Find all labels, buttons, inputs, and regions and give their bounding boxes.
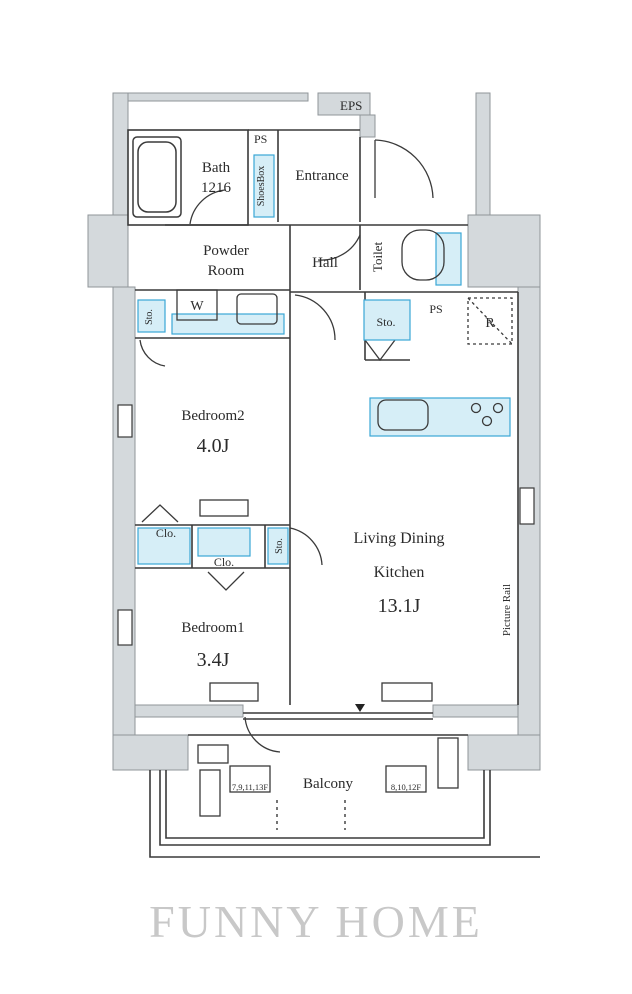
- burner: [481, 415, 493, 427]
- floor-note-left: 7,9,11,13F: [232, 782, 269, 792]
- ps-kitchen-label: PS: [429, 302, 442, 316]
- outdoor-unit: [199, 769, 221, 817]
- hall-door-swing: [294, 294, 336, 341]
- sto-door: [364, 339, 396, 362]
- basin: [236, 293, 278, 325]
- bath-label: Bath: [202, 160, 231, 176]
- wall-left-block: [87, 214, 129, 288]
- bedroom1-size: 3.4J: [197, 649, 230, 671]
- powder-label-1: Powder: [203, 243, 249, 259]
- toilet-label: Toilet: [370, 242, 385, 273]
- fridge-space: [467, 297, 513, 345]
- toilet-tank-area: [435, 232, 462, 286]
- toilet-bowl: [401, 229, 445, 281]
- ldk-size: 13.1J: [378, 595, 421, 617]
- fridge-diag: [467, 297, 513, 345]
- clo-left-area: [137, 527, 191, 565]
- eps-label: EPS: [340, 98, 362, 113]
- burner: [470, 402, 482, 414]
- picture-rail-label: Picture Rail: [501, 584, 513, 636]
- floor-note-box: [385, 765, 427, 793]
- powder-label-2: Room: [208, 263, 245, 279]
- wall-right-upper: [475, 92, 491, 216]
- interior-walls: [127, 129, 540, 858]
- sto-hall-area: [363, 299, 411, 341]
- kitchen-sink: [377, 399, 429, 431]
- bathtub: [132, 136, 182, 218]
- bedroom2-size: 4.0J: [197, 435, 230, 457]
- powder-door-swing: [189, 189, 226, 225]
- outdoor-unit: [437, 737, 459, 789]
- balcony-rail-inner: [165, 770, 485, 839]
- hall-label: Hall: [312, 255, 338, 271]
- wall-right-lower: [467, 734, 541, 771]
- ac-unit: [209, 682, 259, 702]
- bedroom2-label: Bedroom2: [181, 408, 244, 424]
- washer: [176, 289, 218, 321]
- appliances: [176, 229, 513, 817]
- sto-left-label: Sto.: [144, 309, 155, 325]
- shoes-box-label: ShoesBox: [256, 166, 267, 207]
- room-labels: EPS PS Bath 1216 ShoesBox Entrance Powde…: [144, 98, 513, 792]
- balcony-rail: [159, 770, 491, 846]
- clo-mid-label: Clo.: [214, 555, 234, 569]
- wall-left-main: [112, 286, 136, 768]
- floor-note-box: [229, 765, 271, 793]
- bath-outline: [127, 129, 249, 226]
- wall-ldk-bottom: [432, 704, 519, 718]
- ac-unit: [199, 499, 249, 517]
- washer-label: W: [190, 299, 204, 314]
- powder-counter: [171, 313, 285, 335]
- toilet-door-swing: [317, 234, 361, 261]
- outdoor-unit: [197, 744, 229, 764]
- wall-top-left: [127, 92, 309, 102]
- outer-walls: [87, 92, 541, 771]
- burner: [492, 402, 504, 414]
- balcony-door-swing: [244, 716, 281, 753]
- fridge-label: R: [485, 316, 495, 331]
- wall-left-lower: [112, 734, 189, 771]
- sto-left-area: [137, 299, 166, 333]
- wall-bed1-bottom: [134, 704, 244, 718]
- wall-entrance-post: [359, 114, 376, 138]
- balcony-marks: [276, 800, 346, 830]
- wall-right-main: [517, 286, 541, 768]
- side-windows: [117, 404, 535, 646]
- sto-mid-door-swing: [289, 527, 323, 566]
- floor-note-right: 8,10,12F: [391, 782, 422, 792]
- shoes-box-area: [253, 154, 275, 218]
- clo-door: [141, 504, 179, 523]
- sto-mid-area: [267, 527, 289, 565]
- clo-mid-area: [197, 527, 251, 557]
- ps-label: PS: [254, 132, 267, 146]
- balcony-outline: [149, 770, 540, 858]
- sto-mid-label: Sto.: [274, 538, 285, 554]
- clo-door: [207, 571, 245, 591]
- sto-hall-label: Sto.: [376, 315, 395, 329]
- clo-left-label: Clo.: [156, 526, 176, 540]
- entrance-door-swing: [374, 139, 434, 199]
- balcony-label: Balcony: [303, 776, 353, 792]
- brand-watermark: FUNNY HOME: [149, 896, 483, 947]
- fixtures-blue: [137, 154, 511, 565]
- wall-top-eps: [317, 92, 371, 116]
- doors: [139, 139, 434, 753]
- ac-unit: [381, 682, 433, 702]
- ldk-label-1: Living Dining: [353, 530, 444, 547]
- bath-size: 1216: [201, 180, 232, 196]
- entrance-label: Entrance: [295, 168, 349, 184]
- ldk-label-2: Kitchen: [374, 564, 425, 581]
- wall-right-block: [467, 214, 541, 288]
- bedroom1-label: Bedroom1: [181, 620, 244, 636]
- sto-door-swing: [139, 339, 166, 367]
- entry-marker-icon: [355, 704, 365, 712]
- wall-left-upper: [112, 92, 129, 216]
